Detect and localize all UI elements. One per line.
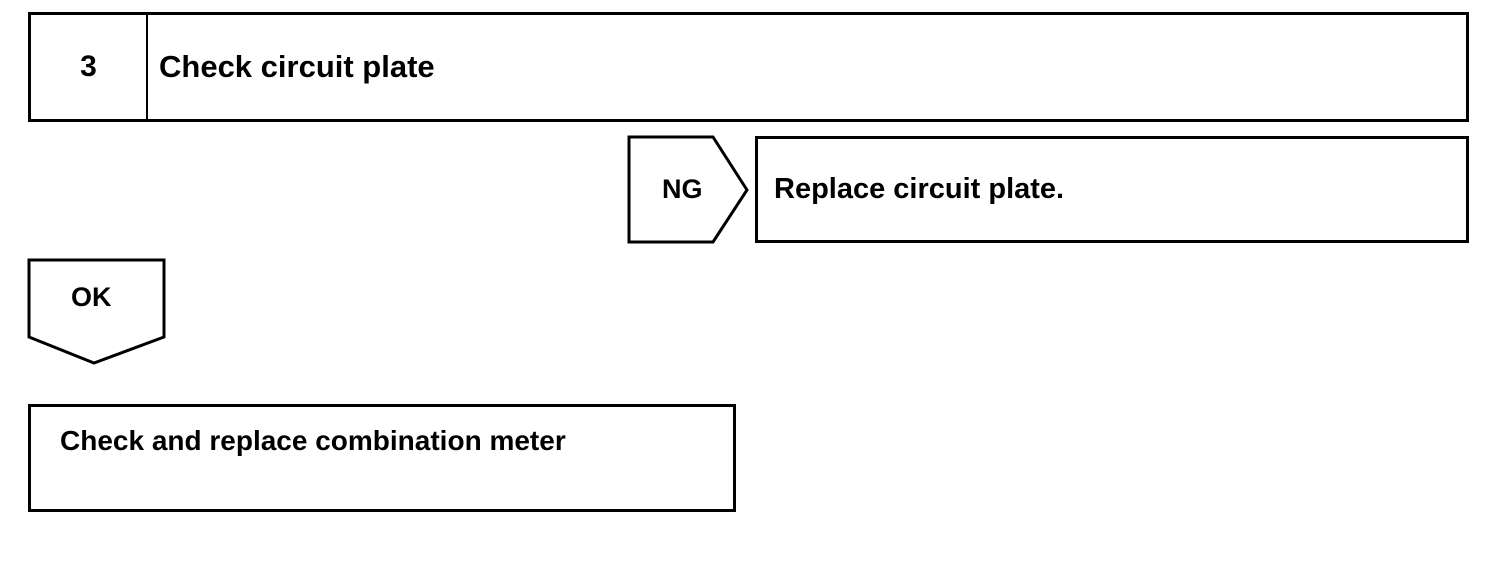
ng-label: NG [662, 174, 703, 204]
ok-label: OK [71, 282, 112, 312]
ng-arrow-shape [627, 135, 749, 244]
ok-action-text: Check and replace combination meter [60, 425, 566, 456]
ng-action-text: Replace circuit plate. [774, 173, 1065, 205]
ok-arrow-shape [27, 258, 166, 365]
step-box: 3 Check circuit plate [28, 12, 1469, 122]
step-title: Check circuit plate [159, 49, 435, 84]
step-number: 3 [31, 15, 148, 119]
ng-action-box: Replace circuit plate. [755, 136, 1469, 243]
ok-action-box: Check and replace combination meter [28, 404, 736, 512]
